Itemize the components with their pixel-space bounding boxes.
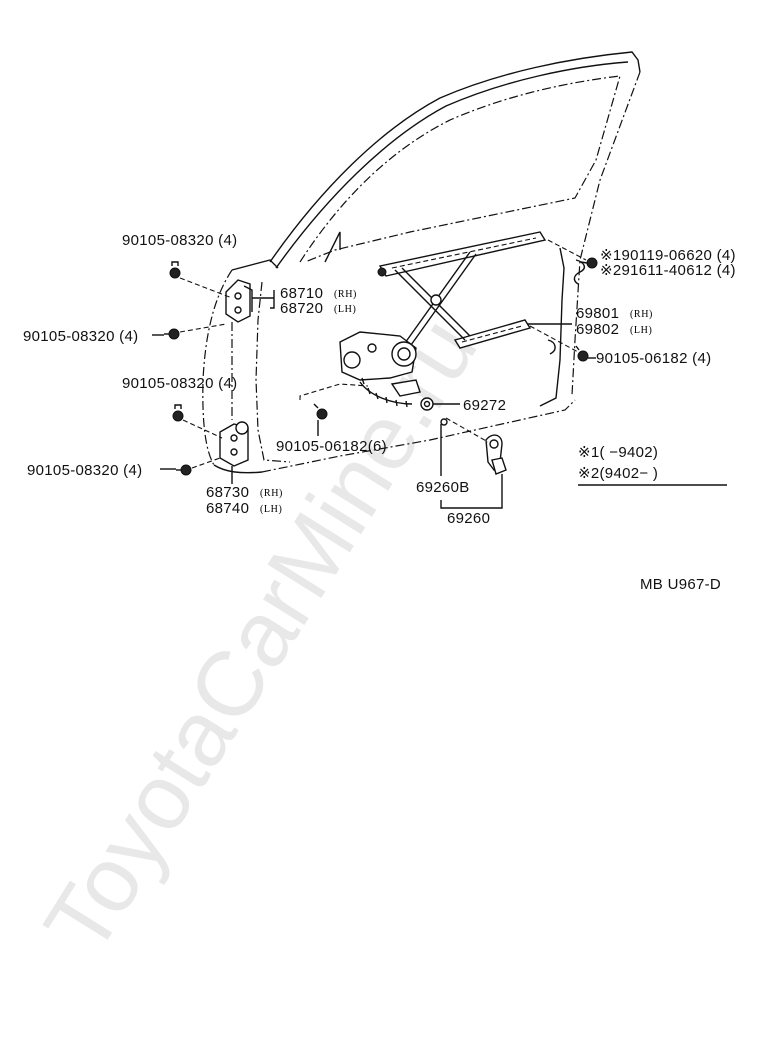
lower-hinge — [219, 421, 249, 467]
bolt-bottom-label: 90105-08320 (4) — [27, 462, 142, 479]
handle-label: 69260 — [447, 510, 490, 527]
note-2: ※2(9402− ) — [578, 465, 658, 482]
lh-tag: (LH) — [334, 304, 356, 315]
bolt-lower-label: 90105-08320 (4) — [122, 375, 237, 392]
rh-tag: (RH) — [260, 488, 283, 499]
hinge-upper-rh-label: 68710 — [280, 285, 323, 302]
window-regulator — [339, 231, 547, 408]
lh-tag: (LH) — [630, 325, 652, 336]
bolt-icon — [172, 404, 184, 422]
bolt-right-top-2-label: ※291611-40612 (4) — [600, 262, 736, 279]
bolt-icon — [169, 261, 181, 279]
window-crank-handle — [440, 417, 507, 475]
bolt-icon — [176, 464, 192, 476]
bolt-center-label: 90105-06182(6) — [276, 438, 387, 455]
regulator-rh-label: 69801 — [576, 305, 619, 322]
bolt-right-mid-label: 90105-06182 (4) — [596, 350, 711, 367]
bolt-icon — [313, 403, 328, 420]
bolt-icon — [164, 328, 180, 340]
diagram-code: MB U967-D — [640, 576, 721, 593]
bolt-mid-left-label: 90105-08320 (4) — [23, 328, 138, 345]
clip-icon — [420, 397, 434, 411]
note-1: ※1( −9402) — [578, 444, 658, 461]
bolt-top-label: 90105-08320 (4) — [122, 232, 237, 249]
rh-tag: (RH) — [630, 309, 653, 320]
rh-tag: (RH) — [334, 289, 357, 300]
regulator-lh-label: 69802 — [576, 321, 619, 338]
hinge-upper-lh-label: 68720 — [280, 300, 323, 317]
bolt-icon — [575, 345, 589, 362]
hinge-lower-lh-label: 68740 — [206, 500, 249, 517]
bolt-icon — [580, 257, 598, 269]
hinge-lower-rh-label: 68730 — [206, 484, 249, 501]
clip-label: 69272 — [463, 397, 506, 414]
upper-hinge — [225, 279, 253, 323]
handle-sub-label: 69260B — [416, 479, 470, 496]
bolt-right-top-1-label: ※190119-06620 (4) — [600, 247, 736, 264]
lh-tag: (LH) — [260, 504, 282, 515]
